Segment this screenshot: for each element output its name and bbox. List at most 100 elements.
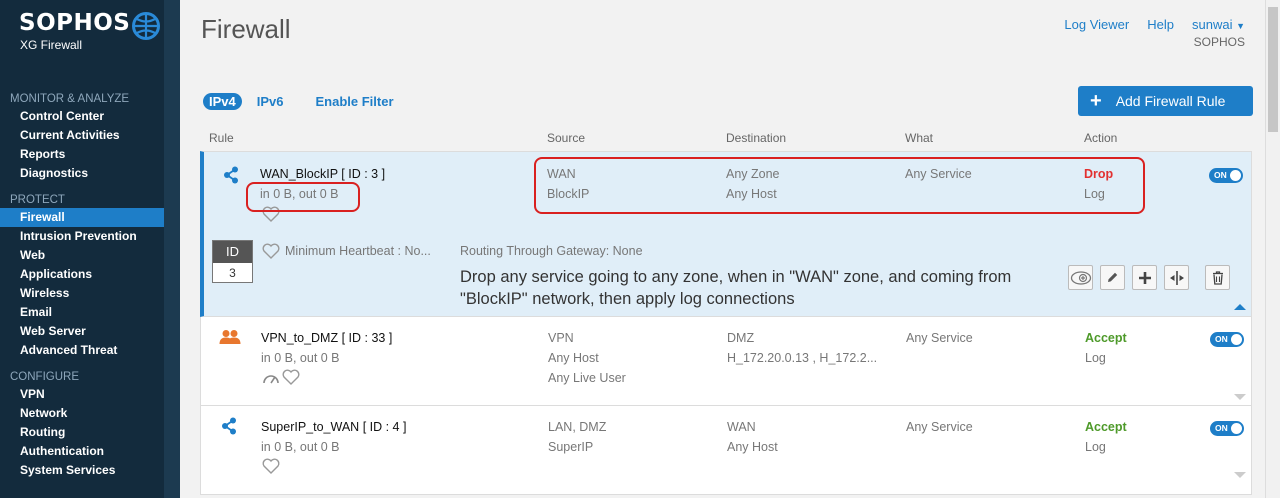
top-links: Log Viewer Help sunwai ▼	[1064, 17, 1245, 32]
rule-log: Log	[1085, 440, 1106, 454]
nav-item-email[interactable]: Email	[20, 305, 53, 319]
table-row[interactable]: WAN_BlockIP [ ID : 3 ] in 0 B, out 0 B W…	[200, 151, 1252, 317]
collapse-row-arrow[interactable]	[1234, 304, 1246, 310]
rule-title[interactable]: VPN_to_DMZ [ ID : 33 ]	[261, 328, 392, 348]
add-to-group-button[interactable]	[1068, 265, 1093, 290]
nav-section-configure: CONFIGURE	[10, 371, 79, 383]
rule-source-zone: VPN	[548, 331, 574, 345]
nav-item-firewall[interactable]: Firewall	[0, 208, 164, 227]
nav-item-network[interactable]: Network	[20, 406, 68, 420]
nav-item-control-center[interactable]: Control Center	[20, 109, 104, 123]
rule-traffic: in 0 B, out 0 B	[261, 351, 340, 365]
nav-item-intrusion-prevention[interactable]: Intrusion Prevention	[20, 229, 137, 243]
chevron-down-icon: ▼	[1236, 21, 1245, 31]
rule-enable-toggle[interactable]: ON	[1210, 421, 1244, 436]
plus-icon	[1138, 271, 1151, 284]
page-scrollbar-thumb[interactable]	[1268, 7, 1278, 132]
heart-icon[interactable]	[262, 458, 280, 474]
add-rule-below-button[interactable]	[1132, 265, 1157, 290]
nav-item-wireless[interactable]: Wireless	[20, 286, 70, 300]
add-firewall-rule-label: Add Firewall Rule	[1115, 93, 1226, 109]
pencil-icon	[1108, 272, 1118, 282]
heart-icon[interactable]	[282, 369, 300, 385]
rule-traffic: in 0 B, out 0 B	[261, 440, 340, 454]
add-firewall-rule-button[interactable]: + Add Firewall Rule	[1078, 86, 1253, 116]
page-scrollbar[interactable]	[1265, 0, 1280, 498]
rule-enable-toggle[interactable]: ON	[1210, 332, 1244, 347]
rule-action: Accept	[1085, 331, 1127, 345]
col-header-rule: Rule	[209, 131, 234, 145]
rule-dest-zone: Any Zone	[726, 167, 780, 181]
rule-dest-zone: DMZ	[727, 331, 755, 345]
heart-icon[interactable]	[262, 206, 280, 222]
nav-item-current-activities[interactable]: Current Activities	[20, 128, 120, 142]
rule-service: Any Service	[906, 331, 973, 345]
nav-item-web-server[interactable]: Web Server	[20, 324, 86, 338]
expand-row-arrow[interactable]	[1234, 394, 1246, 400]
rule-action: Accept	[1085, 420, 1127, 434]
nav-item-web[interactable]: Web	[20, 248, 46, 262]
users-icon	[219, 330, 241, 344]
add-group-icon	[1070, 270, 1091, 285]
nav-section-protect: PROTECT	[10, 194, 65, 206]
rule-id: [ ID : 33 ]	[341, 331, 393, 345]
col-header-source: Source	[547, 131, 586, 145]
rule-title[interactable]: WAN_BlockIP [ ID : 3 ]	[260, 164, 385, 184]
nav-item-applications[interactable]: Applications	[20, 267, 93, 281]
user-menu[interactable]: sunwai ▼	[1192, 17, 1245, 32]
col-header-action: Action	[1084, 131, 1118, 145]
share-icon	[224, 166, 238, 184]
enable-filter-link[interactable]: Enable Filter	[315, 94, 394, 109]
share-icon	[222, 417, 236, 435]
log-viewer-link[interactable]: Log Viewer	[1064, 17, 1130, 32]
brand: SOPHOS XG Firewall	[19, 10, 130, 52]
firewall-rules-table: WAN_BlockIP [ ID : 3 ] in 0 B, out 0 B W…	[200, 151, 1252, 495]
delete-rule-button[interactable]	[1205, 265, 1230, 290]
rule-gateway: Routing Through Gateway: None	[460, 244, 643, 258]
rule-dest-zone: WAN	[727, 420, 756, 434]
nav-item-reports[interactable]: Reports	[20, 147, 66, 161]
rule-id: [ ID : 3 ]	[341, 167, 386, 181]
help-link[interactable]: Help	[1147, 17, 1174, 32]
rule-heartbeat: Minimum Heartbeat : No...	[285, 244, 431, 258]
rule-description: Drop any service going to any zone, when…	[460, 268, 1012, 308]
heartbeat-icon	[262, 243, 280, 259]
nav-item-system-services[interactable]: System Services	[20, 463, 116, 477]
table-row[interactable]: SuperIP_to_WAN [ ID : 4 ] in 0 B, out 0 …	[200, 406, 1252, 495]
rule-source-user: Any Live User	[548, 371, 626, 385]
rule-id-label: ID	[213, 241, 252, 263]
brand-product: XG Firewall	[20, 38, 83, 52]
nav-section-monitor: MONITOR & ANALYZE	[10, 93, 130, 105]
expand-row-arrow[interactable]	[1234, 472, 1246, 478]
sophos-globe-icon	[132, 12, 160, 40]
rule-dest-network: Any Host	[727, 440, 778, 454]
sidebar: SOPHOS XG Firewall MONITOR & ANALYZE Con…	[0, 0, 180, 498]
rule-enable-toggle[interactable]: ON	[1209, 168, 1243, 183]
column-headers: Rule Source Destination What Action	[180, 131, 1265, 147]
page-title: Firewall	[201, 14, 291, 44]
rule-source-network: SuperIP	[548, 440, 594, 454]
rule-id-value: 3	[229, 266, 236, 280]
col-header-destination: Destination	[726, 131, 787, 145]
user-name: sunwai	[1191, 17, 1233, 32]
rule-traffic: in 0 B, out 0 B	[260, 187, 339, 201]
tab-ipv6[interactable]: IPv6	[256, 94, 284, 109]
table-row[interactable]: VPN_to_DMZ [ ID : 33 ] in 0 B, out 0 B V…	[200, 317, 1252, 406]
rule-id-box: ID 3	[212, 240, 253, 283]
nav-item-advanced-threat[interactable]: Advanced Threat	[20, 343, 118, 357]
nav-item-routing[interactable]: Routing	[20, 425, 66, 439]
nav-item-authentication[interactable]: Authentication	[20, 444, 104, 458]
rule-title[interactable]: SuperIP_to_WAN [ ID : 4 ]	[261, 417, 406, 437]
tab-ipv4[interactable]: IPv4	[203, 93, 242, 110]
rule-dest-network: H_172.20.0.13 , H_172.2...	[727, 351, 878, 365]
rule-log: Log	[1085, 351, 1106, 365]
move-rule-button[interactable]	[1164, 265, 1189, 290]
edit-rule-button[interactable]	[1100, 265, 1125, 290]
nav-item-vpn[interactable]: VPN	[20, 387, 45, 401]
user-org: SOPHOS	[1193, 35, 1245, 49]
rule-source-network: BlockIP	[547, 187, 590, 201]
rule-action: Drop	[1084, 167, 1114, 181]
rule-service: Any Service	[906, 420, 973, 434]
nav-item-diagnostics[interactable]: Diagnostics	[20, 166, 89, 180]
sidebar-scrollbar[interactable]	[164, 0, 180, 498]
